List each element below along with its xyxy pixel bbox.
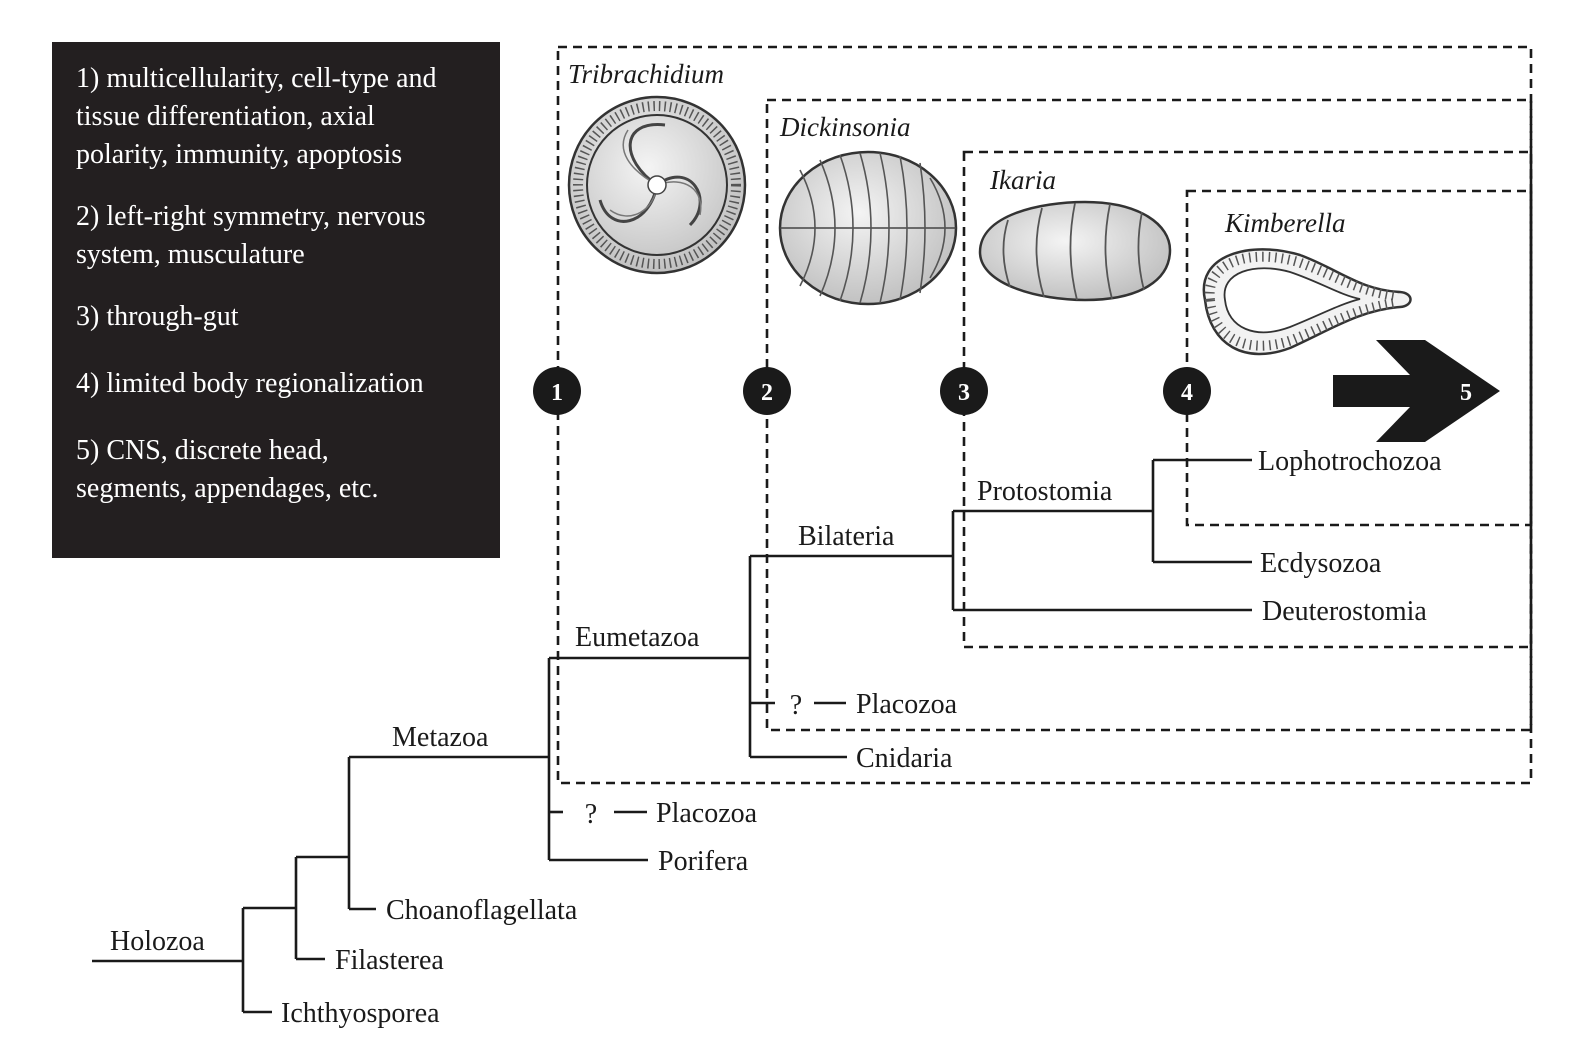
legend-item-4: 4) limited body regionalization — [76, 368, 424, 399]
taxon-porifera: Porifera — [658, 846, 749, 877]
node-marker-2: 2 — [743, 367, 791, 415]
node-number-2: 2 — [761, 380, 773, 406]
taxon-placozoa-lower: Placozoa — [656, 798, 758, 829]
taxon-filasterea: Filasterea — [335, 945, 444, 976]
node-arrow-5: 5 — [1333, 340, 1500, 442]
uncertain-marker-lower: ? — [585, 799, 597, 830]
box-node-2 — [765, 98, 1533, 732]
taxon-lophotrochozoa: Lophotrochozoa — [1258, 446, 1442, 477]
box-node-4 — [1185, 189, 1533, 527]
legend-item-1: 1) multicellularity, cell-type and tissu… — [76, 63, 437, 170]
taxon-placozoa-upper: Placozoa — [856, 689, 958, 720]
node-number-4: 4 — [1181, 380, 1193, 406]
clade-label-eumetazoa: Eumetazoa — [575, 622, 700, 653]
clade-label-holozoa: Holozoa — [110, 926, 205, 957]
dickinsonia-illustration — [778, 150, 958, 306]
clade-label-protostomia: Protostomia — [977, 476, 1113, 507]
taxon-ichthyosporea: Ichthyosporea — [281, 998, 440, 1029]
node-number-5: 5 — [1460, 380, 1472, 406]
node-marker-4: 4 — [1163, 367, 1211, 415]
uncertain-marker-upper: ? — [790, 690, 802, 721]
legend-item-5: 5) CNS, discrete head, segments, appenda… — [76, 435, 379, 504]
clade-label-bilateria: Bilateria — [798, 521, 895, 552]
taxon-choanoflagellata: Choanoflagellata — [386, 895, 578, 926]
taxon-cnidaria: Cnidaria — [856, 743, 953, 774]
tribrachidium-illustration — [567, 95, 747, 275]
phylogenetic-tree — [92, 458, 1252, 1014]
node-number-1: 1 — [551, 380, 563, 406]
legend-item-2: 2) left-right symmetry, nervous system, … — [76, 201, 426, 270]
fossil-label-ikaria: Ikaria — [989, 165, 1056, 195]
taxon-ecdysozoa: Ecdysozoa — [1260, 548, 1382, 579]
node-number-3: 3 — [958, 380, 970, 406]
node-marker-3: 3 — [940, 367, 988, 415]
kimberella-illustration — [1202, 248, 1412, 356]
legend-item-3: 3) through-gut — [76, 301, 239, 332]
fossil-label-tribrachidium: Tribrachidium — [568, 59, 724, 89]
fossil-label-kimberella: Kimberella — [1224, 208, 1346, 238]
node-marker-1: 1 — [533, 367, 581, 415]
legend-box: 1) multicellularity, cell-type and tissu… — [52, 42, 500, 558]
clade-label-metazoa: Metazoa — [392, 722, 489, 753]
taxon-deuterostomia: Deuterostomia — [1262, 596, 1427, 627]
fossil-label-dickinsonia: Dickinsonia — [779, 112, 910, 142]
ikaria-illustration — [978, 200, 1172, 302]
